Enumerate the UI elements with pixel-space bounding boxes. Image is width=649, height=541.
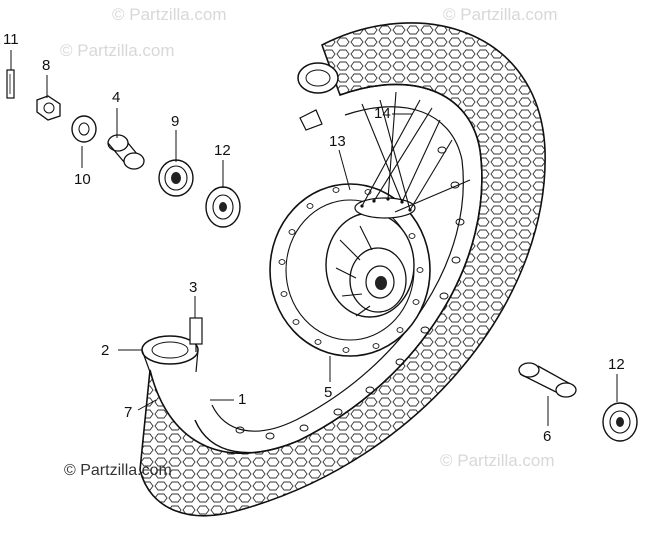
callout-13: 13 xyxy=(329,133,346,150)
callout-10: 10 xyxy=(74,171,91,188)
callout-7: 7 xyxy=(124,404,133,421)
watermark: © Partzilla.com xyxy=(443,5,558,24)
part-8 xyxy=(36,95,61,121)
callout-14: 14 xyxy=(374,105,391,122)
watermark: © Partzilla.com xyxy=(440,451,555,470)
callout-2: 2 xyxy=(101,342,110,359)
part-14 xyxy=(361,91,471,213)
callout-12: 12 xyxy=(608,356,625,373)
part-12-upper xyxy=(205,186,241,228)
copyright-watermark: © Partzilla.com xyxy=(64,462,172,479)
callout-3: 3 xyxy=(189,279,198,296)
part-12-lower xyxy=(602,402,638,442)
part-9 xyxy=(158,159,194,197)
callout-11: 11 xyxy=(3,31,19,48)
callout-6: 6 xyxy=(543,428,552,445)
callout-12: 12 xyxy=(214,142,231,159)
callout-9: 9 xyxy=(171,113,180,130)
callout-8: 8 xyxy=(42,57,51,74)
leader-lines xyxy=(10,50,618,426)
tube-upper-end xyxy=(297,62,339,131)
part-5 xyxy=(269,183,431,357)
watermark: © Partzilla.com xyxy=(112,5,227,24)
part-4 xyxy=(107,134,145,170)
callout-1: 1 xyxy=(238,391,247,408)
callout-5: 5 xyxy=(324,384,333,401)
part-10 xyxy=(71,115,97,143)
part-3 xyxy=(189,317,203,352)
part-6 xyxy=(518,362,577,398)
watermark: © Partzilla.com xyxy=(60,41,175,60)
part-11 xyxy=(6,69,15,99)
callout-4: 4 xyxy=(112,89,121,106)
